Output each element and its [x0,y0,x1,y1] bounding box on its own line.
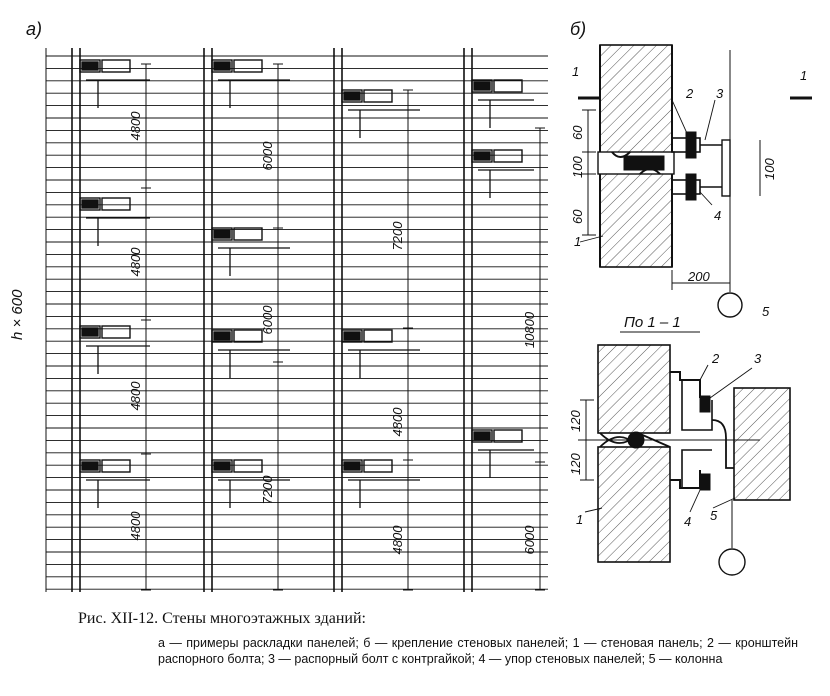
window-sash [343,91,361,101]
window-frame [233,459,263,473]
window-frame [101,197,131,211]
window-sash [213,61,231,71]
callout-top-1b: 1 [574,234,581,249]
window-frame [493,149,523,163]
window-sash [81,461,99,471]
dim-label-dims-col1-1: 4800 [128,247,143,277]
dim-120-top: 120 [568,410,583,432]
window-frame [363,459,393,473]
window-sash [81,327,99,337]
window-frame [211,329,233,343]
window-sash [473,431,491,441]
elevation-dimension-labels: 4800 4800 4800 4800 6000 6000 7200 7200 4800 4800… [128,111,537,555]
dim-120-bottom: 120 [568,453,583,475]
detail-top-joint [578,44,812,318]
panel-layout-elevation [45,48,548,592]
window-sash [213,229,231,239]
window-frame [493,429,523,443]
window-frame [471,149,493,163]
callout-bottom-2: 2 [711,351,720,366]
window-sash [473,81,491,91]
callout-top-3: 3 [716,86,724,101]
window-sash [213,461,231,471]
window-frame [79,197,101,211]
window-frame [471,429,493,443]
label-a: а) [26,19,42,39]
figure-legend: а — примеры раскладки панелей; б — крепл… [158,636,798,666]
window-frame [101,59,131,73]
window-sash [343,461,361,471]
window-frame [79,59,101,73]
window-frame [363,329,393,343]
dim-60-top: 60 [570,125,585,140]
dim-label-dims-col1-2: 4800 [128,381,143,411]
window-frame [363,89,393,103]
dim-label-dims-col3-1: 4800 [390,407,405,437]
window-frame [211,59,233,73]
callout-top-4: 4 [714,208,721,223]
window-frame [101,459,131,473]
label-b: б) [570,19,586,39]
window-frame [233,59,263,73]
dim-label-dims-col1-3: 4800 [128,511,143,541]
callout-top-5: 5 [762,304,770,319]
window-frame [341,459,363,473]
window-frame [471,79,493,93]
window-frame [233,227,263,241]
window-frame [233,329,263,343]
callout-bottom-5: 5 [710,508,718,523]
window-frame [101,325,131,339]
dim-200: 200 [687,269,710,284]
window-sash [81,199,99,209]
window-frame [341,89,363,103]
callout-bottom-4: 4 [684,514,691,529]
window-frame [341,329,363,343]
dim-label-dims-col2-0: 6000 [260,141,275,171]
dim-100-bolts: 100 [762,158,777,180]
section-title: По 1 – 1 [624,314,681,331]
window-frame [493,79,523,93]
dim-100-joint: 100 [570,156,585,178]
dim-60-bottom: 60 [570,209,585,224]
detail-section-1-1 [578,331,791,576]
dim-label-dims-col1-0: 4800 [128,111,143,141]
dim-label-dims-col2-1: 6000 [260,305,275,335]
window-sash [473,151,491,161]
callout-bottom-3: 3 [754,351,762,366]
dim-label-dims-col2-2: 7200 [260,475,275,505]
height-label: h × 600 [9,289,26,340]
dim-label-dims-col4-1: 6000 [522,525,537,555]
figure-caption: Рис. XII-12. Стены многоэтажных зданий: [78,610,366,627]
dim-label-dims-col3-0: 7200 [390,221,405,251]
window-frame [79,459,101,473]
dim-label-dims-col4-0: 10800 [522,311,537,348]
window-frame [211,227,233,241]
wall-panel-figure: а) h × 600 4800 4800 4800 4800 6000 6000 7200 7… [9,19,812,592]
callout-top-1a: 1 [572,64,579,79]
window-sash [343,331,361,341]
window-frame [211,459,233,473]
dim-label-dims-col3-2: 4800 [390,525,405,555]
callout-top-2: 2 [685,86,694,101]
window-sash [81,61,99,71]
window-sash [213,331,231,341]
window-frame [79,325,101,339]
callout-top-1c: 1 [800,68,807,83]
callout-bottom-1: 1 [576,512,583,527]
